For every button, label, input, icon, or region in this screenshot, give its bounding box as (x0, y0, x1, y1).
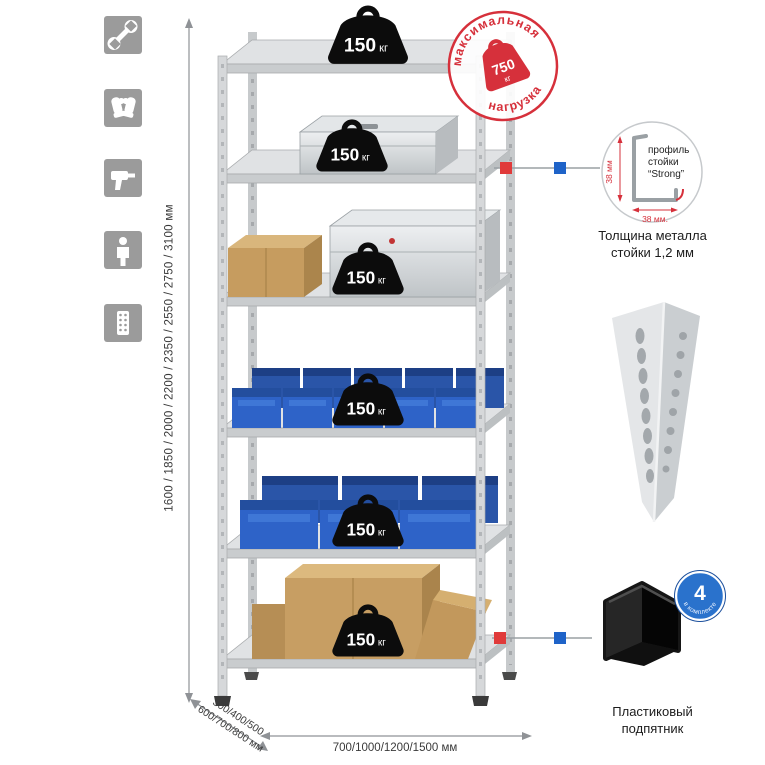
feature-tile-rack (104, 304, 142, 342)
rack-back-posts (248, 32, 515, 672)
post-detail (612, 301, 700, 523)
drill-icon (111, 171, 135, 190)
red-marker (500, 162, 512, 174)
max-load-stamp: максимальная нагрузка 750 кг (438, 0, 559, 122)
stamp-weight-body (482, 43, 531, 92)
height-dimension-label: 1600 / 1850 / 2000 / 2200 / 2350 / 2550 … (163, 204, 176, 512)
foot-caption-line1: Пластиковый (612, 704, 693, 719)
badge-count: 4 (694, 582, 706, 605)
profile-dim-vertical: 38 мм (604, 160, 614, 184)
depth-dimension-line (190, 699, 268, 751)
profile-dim-horizontal: 38 мм. (642, 214, 668, 224)
detail-connector-top (494, 162, 600, 174)
foot-caption-line2: подпятник (621, 720, 684, 736)
width-dimension-label: 700/1000/1200/1500 мм (332, 742, 458, 754)
stamp-unit: кг (503, 73, 512, 84)
detail-connector-bottom (492, 632, 592, 644)
foot-caption: Пластиковый подпятник (575, 704, 730, 738)
profile-caption: Толщина металла стойки 1,2 мм (575, 228, 730, 262)
red-marker (494, 632, 506, 644)
blue-marker (554, 632, 566, 644)
feature-tile-gloves (104, 89, 142, 127)
included-count-badge: в комплекте 4 (674, 570, 726, 622)
width-dimension-line (260, 732, 532, 740)
person-icon (117, 237, 129, 266)
height-dimension-line (185, 18, 193, 703)
wrench-icon (107, 20, 138, 51)
foot-detail (603, 581, 681, 666)
profile-detail: 38 мм 38 мм. профиль стойки “Strong” (601, 121, 703, 224)
cardboard-box (228, 235, 322, 297)
feature-tile-person (104, 231, 142, 269)
feature-tile-drill (104, 159, 142, 197)
blue-marker (554, 162, 566, 174)
profile-caption-line2: стойки 1,2 мм (611, 244, 694, 260)
stamp-value: 750 (490, 55, 518, 78)
perforated-post-icon (117, 311, 129, 335)
profile-label-2: стойки (648, 157, 679, 168)
profile-label-1: профиль (648, 144, 689, 156)
profile-caption-line1: Толщина металла (598, 228, 707, 243)
profile-label-3: “Strong” (648, 169, 684, 180)
rack-front-posts (214, 55, 517, 706)
feature-tile-tools (104, 16, 142, 54)
gloves-icon (111, 97, 136, 118)
